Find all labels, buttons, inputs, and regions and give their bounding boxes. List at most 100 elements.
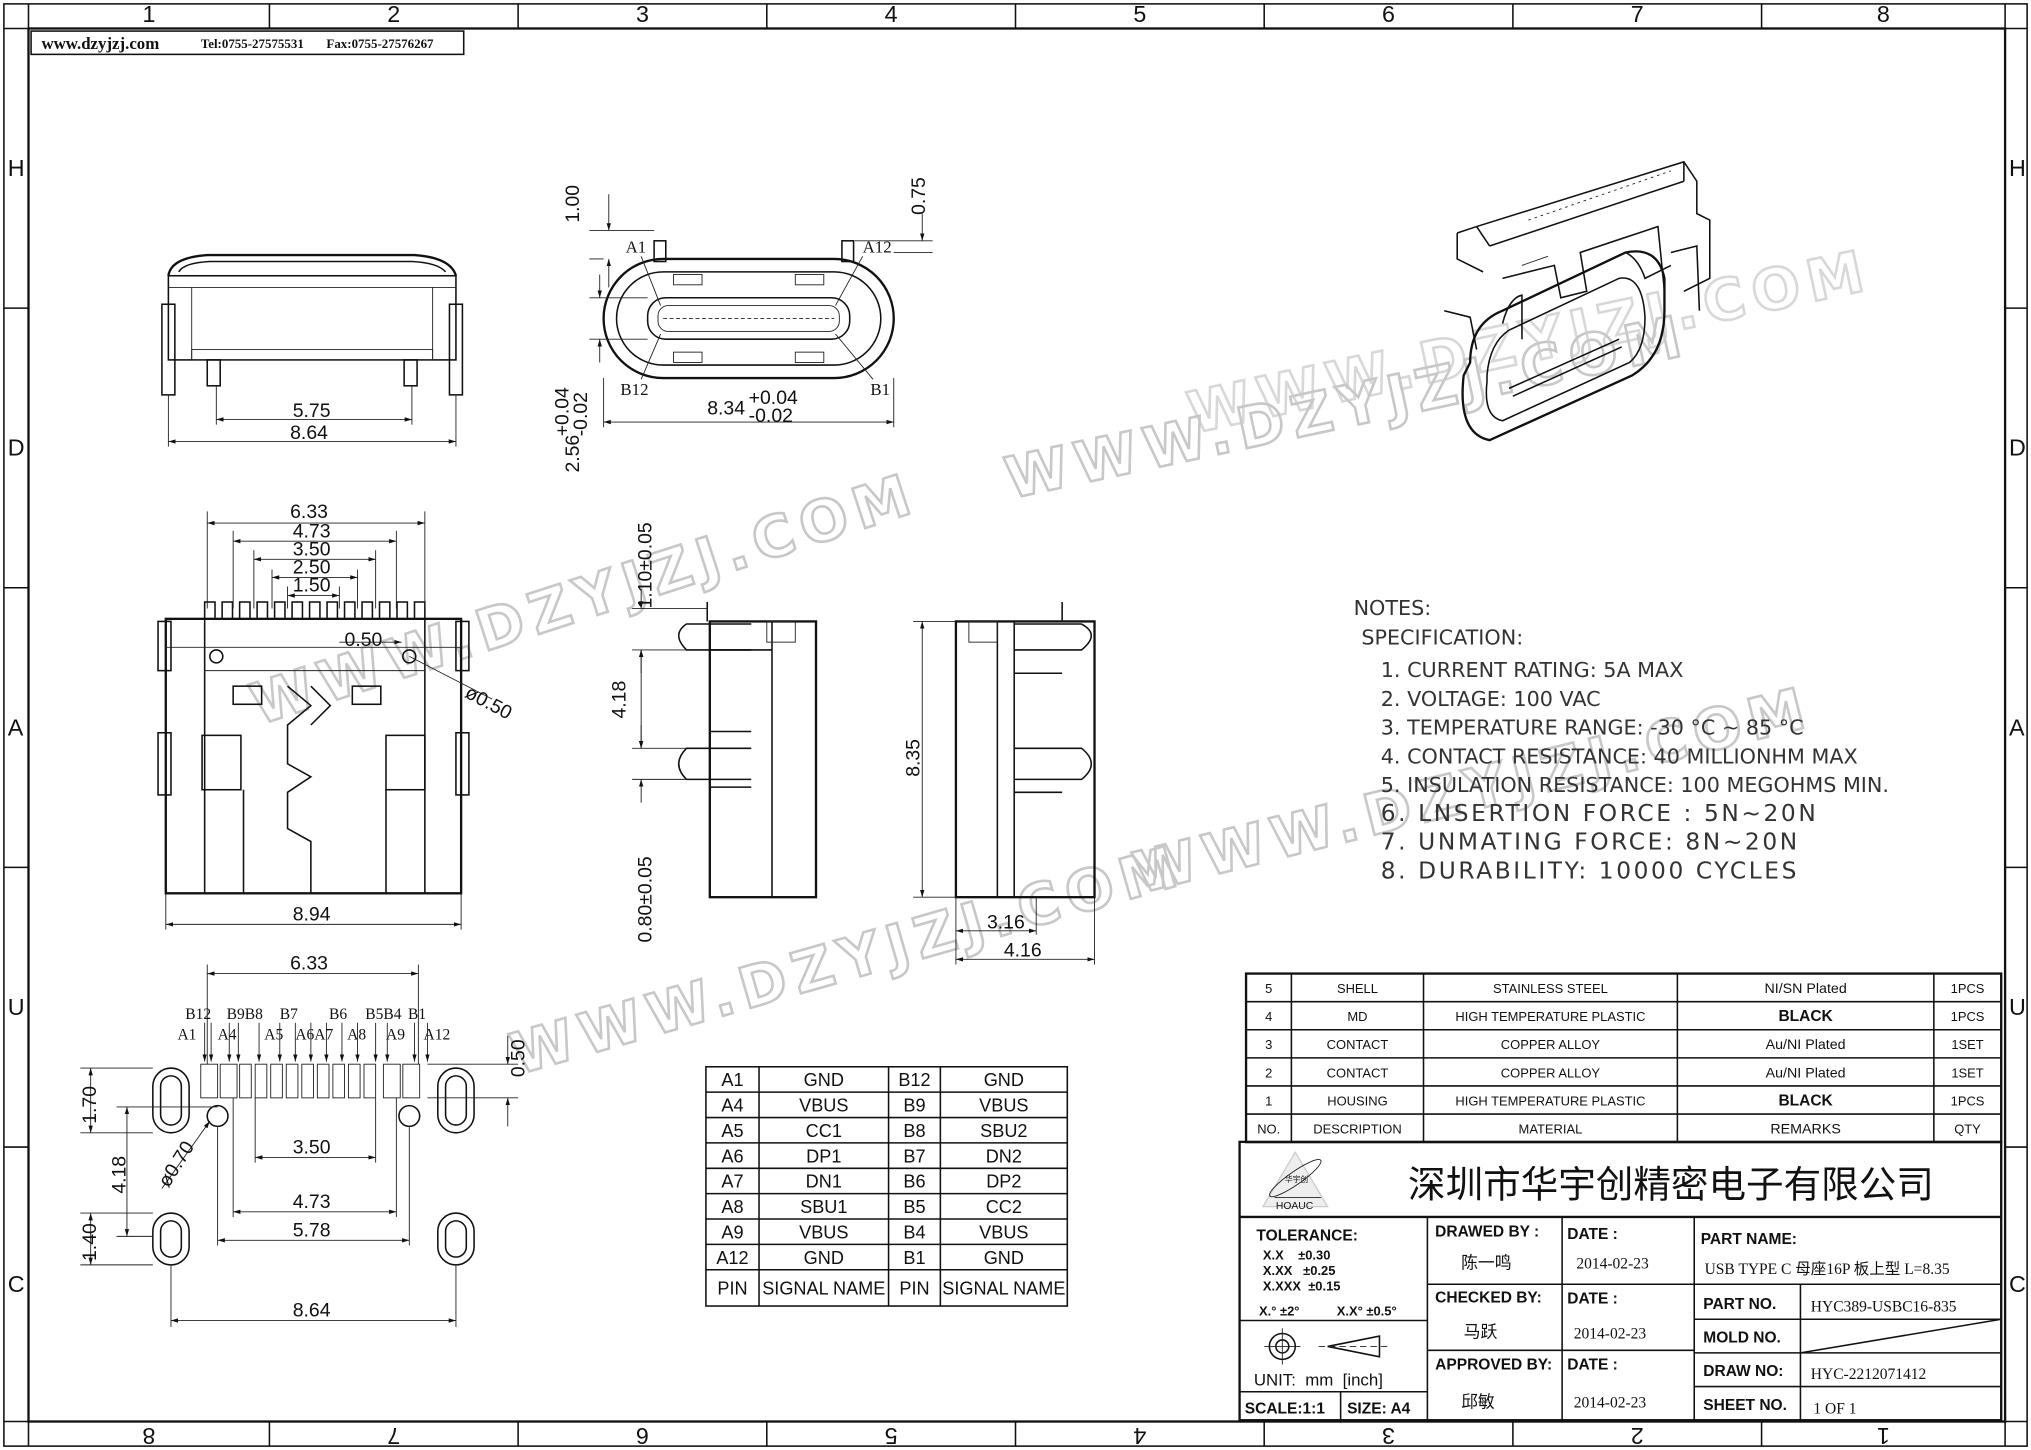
- drawing-line: [206, 359, 221, 387]
- spec-item: 6. LNSERTION FORCE : 5N~20N: [1381, 800, 1819, 827]
- drawing-line: [1800, 1318, 2002, 1354]
- dim-width-575: 5.75: [293, 400, 331, 422]
- pin-table-header: PIN: [899, 1278, 929, 1298]
- size-label: SIZE: A4: [1347, 1401, 1411, 1418]
- pin-label-b1: B1: [870, 380, 890, 399]
- drawing-line: [201, 734, 242, 791]
- dim-473: 4.73: [293, 520, 331, 542]
- locating-hole: [398, 1104, 421, 1128]
- company-name: 深圳市华宇创精密电子有限公司: [1408, 1164, 1934, 1206]
- date-label: DATE :: [1567, 1291, 1618, 1308]
- grid-column-label: 2: [1631, 1423, 1644, 1449]
- date-label: DATE :: [1567, 1226, 1618, 1243]
- dim-tol-minus: -0.02: [749, 405, 793, 427]
- drawing-line: [1521, 235, 1630, 266]
- notes-title: NOTES:: [1354, 596, 1432, 620]
- bom-cell: STAINLESS STEEL: [1493, 981, 1608, 996]
- grid-row-label: C: [8, 1271, 25, 1297]
- pin-label-a12: A12: [863, 237, 892, 256]
- drawing-line: [157, 620, 172, 672]
- approved-by-name: 邱敏: [1461, 1392, 1495, 1411]
- pin-table-cell: SBU1: [800, 1197, 847, 1217]
- drawing-line: [653, 240, 667, 263]
- pin-table-cell: B4: [903, 1222, 925, 1242]
- pin-table-cell: A5: [721, 1121, 743, 1141]
- dim-width-864: 8.64: [290, 422, 328, 444]
- tolerance-line: X.XXX ±0.15: [1263, 1279, 1341, 1294]
- dim-tol-plus: +0.04: [552, 387, 574, 436]
- dim-tol-plus: +0.04: [749, 387, 798, 409]
- bom-cell: CONTACT: [1327, 1037, 1389, 1052]
- grid-column-label: 5: [885, 1423, 898, 1449]
- company-logo: 华宇创 HOAUC: [1261, 1150, 1329, 1212]
- pin-table-cell: DP1: [806, 1146, 841, 1166]
- sheet-no-label: SHEET NO.: [1703, 1397, 1787, 1414]
- drawing-line: [677, 747, 752, 781]
- pin-label-a: A4: [218, 1027, 237, 1044]
- drawing-line: [444, 1220, 468, 1258]
- spec-item: 2. VOLTAGE: 100 VAC: [1381, 687, 1601, 711]
- drawing-line: [1501, 294, 1523, 340]
- pin-table-cell: B6: [903, 1172, 925, 1192]
- pin-table-cell: A7: [721, 1172, 743, 1192]
- pin-table-cell: VBUS: [979, 1222, 1028, 1242]
- contact-pin: [326, 601, 339, 620]
- drawing-line: [1528, 170, 1672, 221]
- draw-no-value: HYC-2212071412: [1811, 1366, 1927, 1383]
- grid-row-label: A: [2009, 714, 2025, 740]
- drawing-line: [1327, 1335, 1381, 1358]
- pin-table-cell: DP2: [986, 1172, 1021, 1192]
- title-block: 华宇创 HOAUC 深圳市华宇创精密电子有限公司 TOLERANCE: X.X …: [1238, 1140, 2003, 1422]
- contact-pin: [238, 601, 251, 620]
- drawing-line: [1456, 160, 1711, 292]
- bom-cell: SHELL: [1337, 981, 1378, 996]
- dim-140: 1.40: [79, 1223, 101, 1261]
- grid-column-label: 3: [636, 1, 649, 27]
- bom-cell: 1PCS: [1951, 981, 1985, 996]
- bom-header: NO.: [1257, 1121, 1280, 1136]
- pin-table-cell: DN2: [986, 1146, 1022, 1166]
- dim-dia-070: ø0.70: [154, 1137, 199, 1191]
- grid-column-label: 6: [636, 1423, 649, 1449]
- drawing-line: [1475, 161, 1685, 247]
- pin-table-cell: GND: [804, 1070, 844, 1090]
- grid-column-label: 3: [1382, 1423, 1395, 1449]
- pin-label-b: B6: [329, 1006, 347, 1023]
- dim-width-834: 8.34: [707, 397, 745, 419]
- drawing-line: [178, 260, 447, 273]
- mold-no-label: MOLD NO.: [1703, 1330, 1781, 1347]
- drawing-line: [841, 240, 855, 263]
- part-no-label: PART NO.: [1703, 1296, 1776, 1313]
- grid-row-label: D: [2009, 435, 2026, 461]
- drawing-line: [835, 333, 874, 380]
- drawing-line: [1269, 1159, 1322, 1198]
- drawing-line: [657, 305, 840, 332]
- pin-label-a: A1: [177, 1027, 196, 1044]
- bom-header: MATERIAL: [1519, 1121, 1583, 1136]
- contact-pin: [203, 601, 216, 620]
- drawing-line: [161, 1120, 211, 1189]
- smd-pad: [363, 1063, 377, 1099]
- dim-tongue-256: 2.56 +0.04 -0.02: [552, 387, 592, 473]
- bom-cell: Au/NI Plated: [1766, 1037, 1846, 1053]
- notes-section: NOTES: SPECIFICATION: 1. CURRENT RATING:…: [1354, 596, 1889, 884]
- smd-pad: [382, 1063, 401, 1099]
- drawing-line: [1238, 1140, 2003, 1422]
- drawing-line: [708, 620, 818, 899]
- side-view-right: 8.35 3.16 4.16: [903, 602, 1096, 965]
- bom-cell: 1SET: [1951, 1065, 1983, 1080]
- bom-cell: COPPER ALLOY: [1501, 1065, 1601, 1080]
- drawing-line: [640, 333, 662, 380]
- drawing-line: [209, 649, 224, 664]
- grid-column-label: 1: [1877, 1423, 1890, 1449]
- bom-cell: HIGH TEMPERATURE PLASTIC: [1455, 1093, 1645, 1108]
- bom-cell: 1SET: [1951, 1037, 1983, 1052]
- bom-cell: 5: [1265, 981, 1272, 996]
- dim-350: 3.50: [293, 538, 331, 560]
- grid-row-label: C: [2009, 1271, 2026, 1297]
- projection-symbol-icon: [1264, 1328, 1389, 1365]
- drawing-line: [286, 685, 313, 894]
- pin-table-cell: B9: [903, 1096, 925, 1116]
